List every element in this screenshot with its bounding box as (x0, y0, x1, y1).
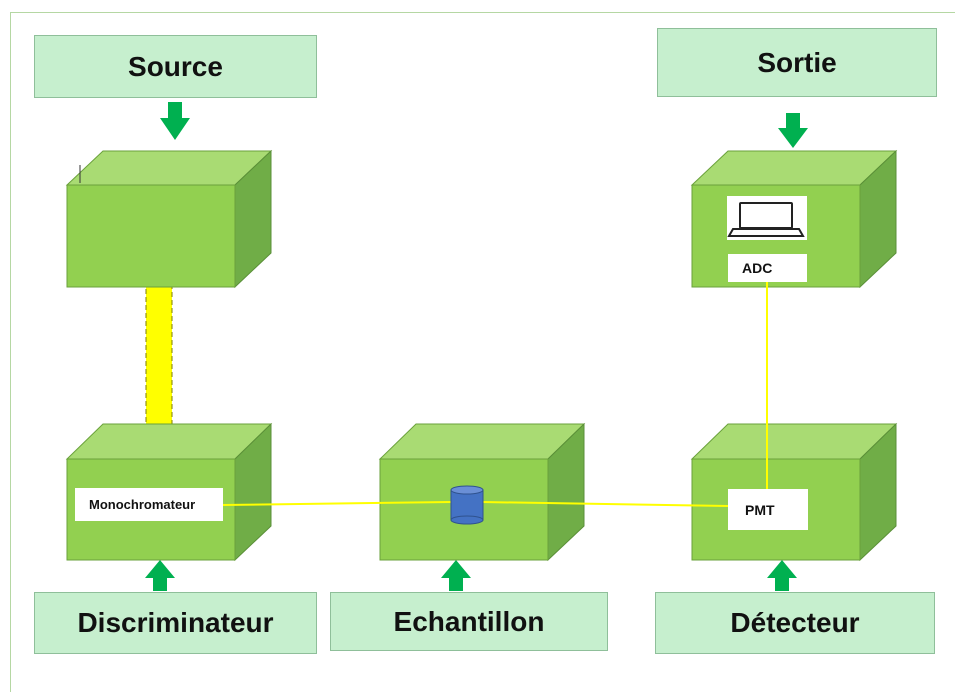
sortie-label: Sortie (657, 28, 937, 97)
down-arrow-icon (160, 102, 190, 140)
source-label: Source (34, 35, 317, 98)
adc-label: ADC (728, 254, 807, 282)
monochromateur-label: Monochromateur (75, 488, 223, 521)
detecteur-label: Détecteur (655, 592, 935, 654)
up-arrow-icon (145, 560, 175, 591)
beam-line-sample-to-pmt (481, 501, 729, 507)
cube-source (65, 149, 273, 289)
diagram-frame (10, 12, 955, 692)
up-arrow-icon (441, 560, 471, 591)
laptop-icon (727, 196, 807, 240)
up-arrow-icon (767, 560, 797, 591)
light-beam-column (145, 285, 173, 425)
beam-line-mono-to-sample (221, 501, 453, 506)
pmt-label: PMT (728, 489, 808, 530)
echantillon-label: Echantillon (330, 592, 608, 651)
sample-cylinder-icon (450, 485, 484, 525)
down-arrow-icon (778, 113, 808, 148)
discriminateur-label: Discriminateur (34, 592, 317, 654)
